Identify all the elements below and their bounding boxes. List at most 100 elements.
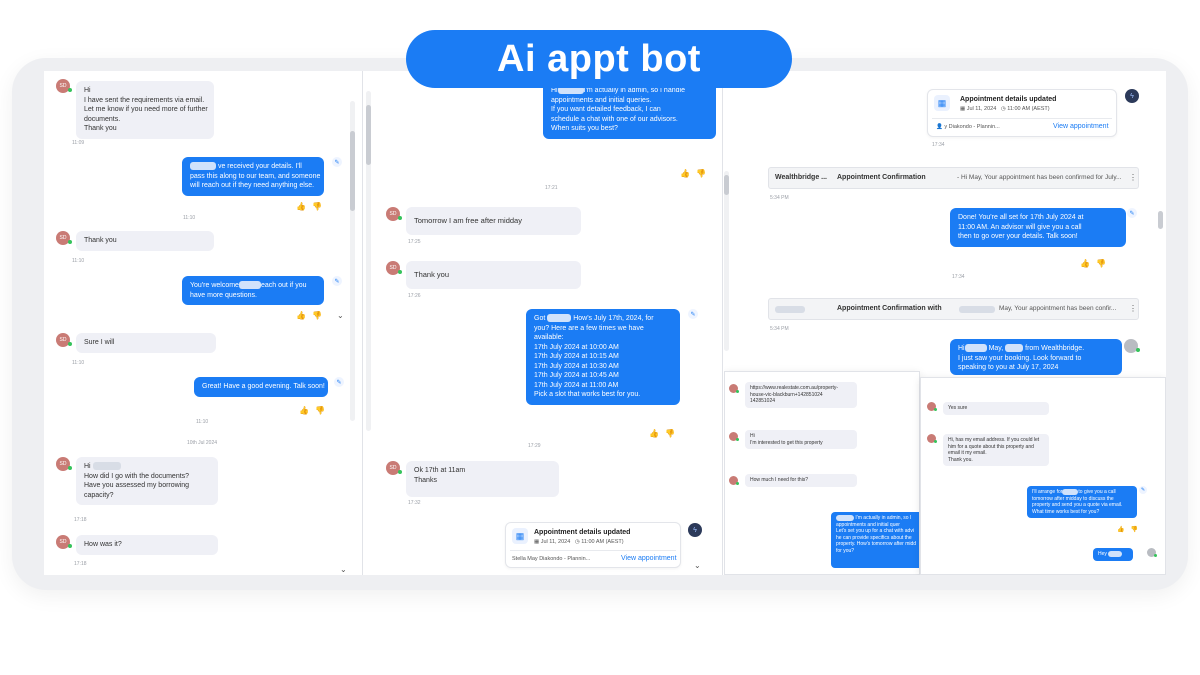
panel-divider <box>722 71 723 575</box>
time-slot-option[interactable]: 17th July 2024 at 11:00 AM <box>534 381 619 389</box>
user-avatar <box>927 434 937 443</box>
message-text: Let me know if you need more of further <box>84 106 208 113</box>
message-text: property. How's tomorrow after midd <box>836 541 917 548</box>
thumbs-up-icon[interactable]: 👍 <box>296 311 306 320</box>
redacted-name <box>1005 344 1024 353</box>
thumbs-up-icon[interactable]: 👍 <box>299 406 309 415</box>
scrollbar-thumb[interactable] <box>350 131 355 211</box>
edit-icon[interactable]: ✎ <box>1127 208 1137 218</box>
thumbs-up-icon[interactable]: 👍 <box>1117 527 1125 533</box>
user-avatar: SD <box>56 231 72 245</box>
edit-icon[interactable]: ✎ <box>332 157 342 167</box>
thumbs-down-icon[interactable]: 👎 <box>311 311 322 320</box>
card-title: Appointment details updated <box>960 96 1057 103</box>
agent-avatar <box>1124 339 1140 353</box>
message-time: 11:10 <box>72 360 85 366</box>
user-avatar: SD <box>56 79 72 93</box>
card-date: ▦ Jul 11, 2024 ◷ 11:00 AM (AEST) <box>960 106 1050 112</box>
agent-icon: ϟ <box>1125 89 1139 103</box>
clock-icon: ◷ <box>574 539 580 545</box>
time-slot-option[interactable]: 17th July 2024 at 10:30 AM <box>534 362 619 370</box>
message-text: for you? <box>836 548 855 555</box>
time-slot-option[interactable]: 17th July 2024 at 10:15 AM <box>534 353 619 360</box>
thumbs-down-icon[interactable]: 👎 <box>695 169 706 178</box>
scroll-down-chevron-icon[interactable]: ⌄ <box>337 311 344 320</box>
message-text: you? Here are a few times we have <box>534 324 644 332</box>
thumbs-down-icon[interactable]: 👎 <box>314 406 325 415</box>
edit-icon[interactable]: ✎ <box>688 309 698 319</box>
thumbs-up-icon[interactable]: 👍 <box>296 202 306 211</box>
message-time: 11:10 <box>72 258 85 264</box>
incoming-message: Thank you <box>406 261 581 289</box>
message-text: I'll arrange for <box>1032 489 1063 496</box>
message-text: Hi <box>84 87 91 94</box>
chat-panel-3[interactable]: ▦ Appointment details updated ▦ Jul 11, … <box>724 71 1166 575</box>
message-text: Hi <box>84 463 91 470</box>
card-person: 👤 y Diakondo - Plannin... <box>936 124 1000 130</box>
email-row[interactable]: Wealthbridge ... Appointment Confirmatio… <box>768 167 1139 189</box>
message-text: I'm interested to get this property <box>750 439 823 446</box>
message-text: capacity? <box>84 491 114 499</box>
user-avatar <box>729 432 739 441</box>
scrollbar-track[interactable] <box>724 171 729 351</box>
chat-panel-2[interactable]: Ai appt botHiI'm actually in admin, so I… <box>364 71 724 575</box>
edit-icon[interactable]: ✎ <box>332 276 342 286</box>
card-person: Stella May Diakondo - Plannin... <box>512 556 591 562</box>
incoming-message: Sure I will <box>76 333 216 353</box>
thumbs-down-icon[interactable]: 👎 <box>1130 527 1138 533</box>
more-icon[interactable]: ⋮ <box>1129 173 1137 182</box>
message-text: Sure I will <box>84 339 115 346</box>
scrollbar-track[interactable] <box>366 91 371 431</box>
message-text: property and send you a quote via email. <box>1032 502 1123 509</box>
message-text: Tomorrow I am free after midday <box>414 216 522 225</box>
thumbs-up-icon[interactable]: 👍 <box>680 169 690 178</box>
scroll-down-chevron-icon[interactable]: ⌄ <box>694 561 701 570</box>
edit-icon[interactable]: ✎ <box>1139 486 1147 494</box>
thumbs-up-icon[interactable]: 👍 <box>1080 259 1090 268</box>
message-text: Hi <box>750 433 755 439</box>
clock-icon: ◷ <box>1000 106 1006 112</box>
thumbs-down-icon[interactable]: 👎 <box>311 202 322 211</box>
time-slot-option[interactable]: 17th July 2024 at 10:45 AM <box>534 372 619 379</box>
redacted-name <box>190 162 216 171</box>
message-text: pass this along to our team, and someone <box>190 172 321 180</box>
view-appointment-link[interactable]: View appointment <box>1053 123 1109 130</box>
message-text: If you want detailed feedback, I can <box>551 106 661 113</box>
edit-icon[interactable]: ✎ <box>334 377 344 387</box>
scrollbar-track[interactable] <box>350 101 355 421</box>
time-slot-option[interactable]: 17th July 2024 at 10:00 AM <box>534 343 619 351</box>
message-time: 17:34 <box>932 142 945 148</box>
redacted-name <box>92 462 121 471</box>
view-appointment-link[interactable]: View appointment <box>621 555 677 562</box>
overlay-chat-window-2[interactable]: Yes sure Hi, has my email address. If yo… <box>920 377 1166 575</box>
agent-avatar <box>1147 548 1157 557</box>
incoming-message: Thank you <box>76 231 214 251</box>
appointment-date: Jul 11, 2024 <box>966 106 997 112</box>
chat-panel-1[interactable]: SD Hi I have sent the requirements via e… <box>44 71 360 575</box>
more-icon[interactable]: ⋮ <box>1129 304 1137 313</box>
thumbs-up-icon[interactable]: 👍 <box>649 429 659 438</box>
scrollbar-thumb[interactable] <box>724 175 729 195</box>
outgoing-message: Hey <box>1093 548 1133 561</box>
appointment-time: 11:00 AM (AEST) <box>581 539 624 545</box>
thumbs-down-icon[interactable]: 👎 <box>664 429 675 438</box>
thumbs-down-icon[interactable]: 👎 <box>1095 259 1106 268</box>
email-preview: - Hi May, Your appointment has been conf… <box>957 174 1122 181</box>
message-text: Done! You're all set for 17th July 2024 … <box>958 214 1084 221</box>
user-avatar <box>729 384 739 393</box>
message-text: Hey <box>1098 551 1107 558</box>
email-row[interactable]: Appointment Confirmation with May, Your … <box>768 298 1139 320</box>
message-text: available: <box>534 334 564 341</box>
banner-title: Ai appt bot <box>406 30 792 88</box>
overlay-chat-window-1[interactable]: https://www.realestate.com.au/property- … <box>724 371 920 575</box>
scrollbar-thumb[interactable] <box>1158 211 1163 229</box>
card-title: Appointment details updated <box>534 529 631 536</box>
message-text: schedule a chat with one of our advisors… <box>551 115 678 123</box>
redacted-name <box>557 86 584 95</box>
scroll-down-chevron-icon[interactable]: ⌄ <box>340 565 347 574</box>
message-time: 17:21 <box>545 185 558 191</box>
message-text: to give you a call <box>1078 489 1116 496</box>
scrollbar-thumb[interactable] <box>366 105 371 165</box>
message-text: How's July 17th, 2024, for <box>573 315 654 322</box>
